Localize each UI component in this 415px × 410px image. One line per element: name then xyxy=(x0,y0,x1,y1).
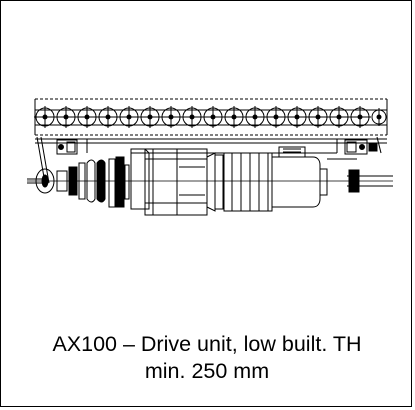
chain-roller xyxy=(328,106,350,128)
chain-roller xyxy=(223,106,245,128)
chain-roller xyxy=(244,106,266,128)
drive-unit-drawing xyxy=(27,98,393,216)
chain-roller xyxy=(265,106,287,128)
frame-rail xyxy=(35,138,387,153)
motor xyxy=(214,146,328,212)
chain-roller xyxy=(286,106,308,128)
gearbox xyxy=(130,148,216,216)
chain-roller xyxy=(349,106,371,128)
caption-line-2: min. 250 mm xyxy=(144,359,270,383)
chain-roller xyxy=(34,106,56,128)
chain-roller xyxy=(76,106,98,128)
chain-roller xyxy=(307,106,329,128)
chain-roller xyxy=(202,106,224,128)
chain-roller xyxy=(97,106,119,128)
chain-roller xyxy=(55,106,77,128)
chain-roller xyxy=(118,106,140,128)
chain-roller xyxy=(160,106,182,128)
chain-roller xyxy=(181,106,203,128)
conveyor-chain xyxy=(34,98,388,136)
chain-roller xyxy=(371,108,387,126)
chain-roller xyxy=(139,106,161,128)
figure-caption: AX100 – Drive unit, low built. TH min. 2… xyxy=(1,331,413,385)
right-bearing-block xyxy=(344,136,382,155)
caption-line-1: AX100 – Drive unit, low built. TH xyxy=(52,332,362,356)
shaft-centerline xyxy=(27,169,393,193)
sprocket-assembly xyxy=(35,156,130,208)
frame-lower xyxy=(131,152,357,160)
